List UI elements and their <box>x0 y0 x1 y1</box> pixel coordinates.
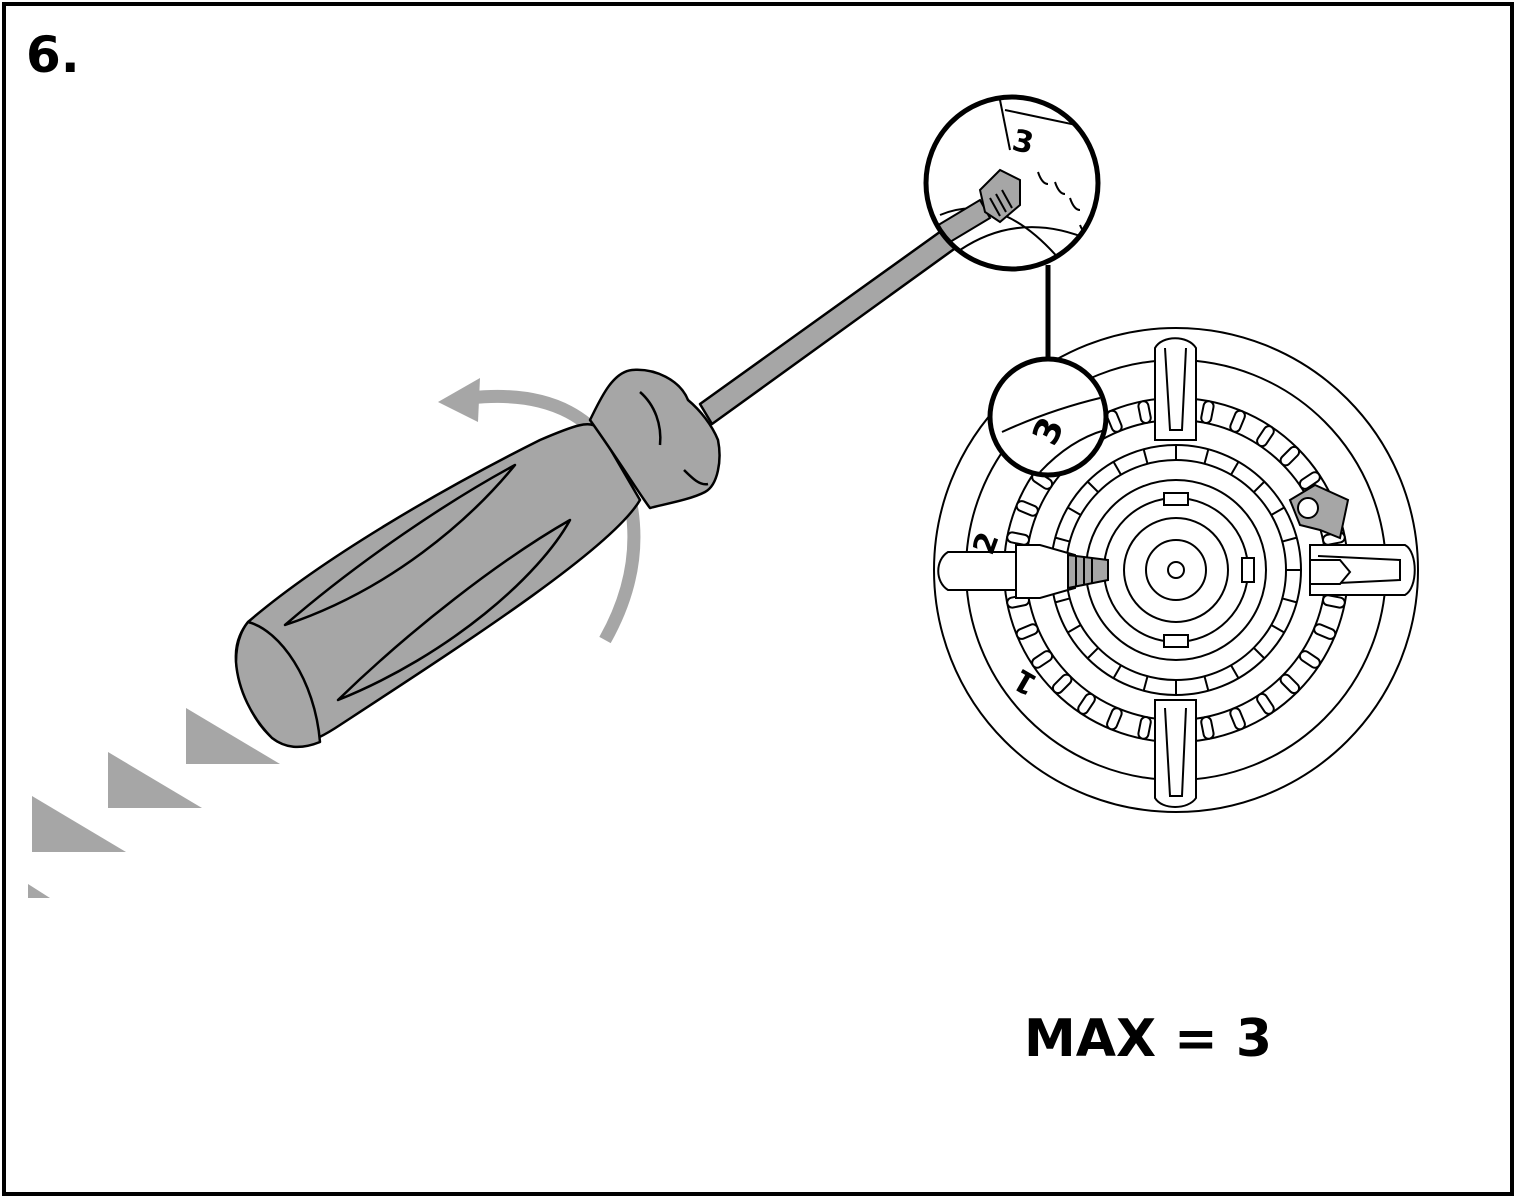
burner-slot <box>1200 716 1215 740</box>
zoom-tick <box>1037 171 1049 185</box>
burner-slot <box>1279 673 1301 695</box>
crown-tooth <box>1253 480 1266 493</box>
burner-slot <box>1322 594 1346 609</box>
burner-slot <box>1106 409 1123 433</box>
burner-nozzle <box>1241 557 1255 583</box>
zoom-circle-icon: 3 <box>923 94 1101 272</box>
burner-slot <box>1137 716 1152 740</box>
crown-tooth <box>1270 624 1285 634</box>
burner-center <box>1167 561 1185 579</box>
burner-slot <box>1015 623 1039 640</box>
burner-slot <box>1256 425 1275 448</box>
burner-cap-ring <box>1123 517 1229 623</box>
burner-slot <box>1298 471 1321 490</box>
pan-support-top <box>1154 337 1197 441</box>
burner-cap-ring <box>1145 539 1207 601</box>
pan-support-right-ridge <box>1317 555 1401 585</box>
zoom-ring-arc <box>959 226 1091 251</box>
crown-tooth <box>1203 675 1210 691</box>
crown-teeth <box>1051 445 1301 695</box>
burner-nozzle <box>1163 634 1189 648</box>
crown-tooth <box>1253 647 1266 660</box>
burner-slot <box>1229 707 1246 731</box>
burner-slot <box>1298 650 1321 669</box>
crown-tooth <box>1142 675 1149 691</box>
crown-tooth <box>1230 461 1240 476</box>
pan-support-top-ridge <box>1164 347 1187 431</box>
crown-tooth <box>1230 664 1240 679</box>
burner-slot <box>1106 707 1123 731</box>
max-caption: MAX = 3 <box>1024 1009 1272 1069</box>
burner-slot <box>1077 692 1096 715</box>
crown-tooth <box>1281 536 1297 543</box>
crown-tooth <box>1086 480 1099 493</box>
crown-tooth <box>1203 449 1210 465</box>
burner-right-electrode <box>1309 559 1352 585</box>
pan-support-bottom <box>1154 699 1197 808</box>
burner-slot <box>1031 650 1054 669</box>
collar-ridge <box>639 391 662 446</box>
motion-triangles-icon <box>28 708 280 898</box>
zoom-screw-thread <box>989 189 1013 217</box>
dial-zoom-arc <box>1001 397 1101 433</box>
burner-electrode <box>1067 553 1109 590</box>
crown-tooth <box>1067 506 1082 516</box>
zoom-screw-head <box>978 168 1021 224</box>
dial-zoom-arc <box>1039 429 1106 473</box>
motion-triangle <box>186 708 280 764</box>
burner-sensor <box>1297 497 1319 519</box>
screwdriver-icon <box>234 204 988 749</box>
burner-slot <box>1313 623 1337 640</box>
crown-tooth <box>1112 461 1122 476</box>
burner-electrode-thread <box>1075 556 1093 586</box>
motion-triangle <box>28 884 50 898</box>
zoom-tick <box>1069 197 1081 211</box>
burner-slot <box>1006 531 1030 546</box>
burner-slot <box>1015 500 1039 517</box>
step-number: 6. <box>26 26 80 84</box>
pan-support-bottom-ridge <box>1164 707 1187 797</box>
burner-slot <box>1200 400 1215 424</box>
rotation-arrowhead <box>438 378 480 422</box>
handle-groove <box>283 463 517 627</box>
collar-ridge <box>683 469 709 486</box>
handle-groove <box>336 518 572 702</box>
screwdriver-end-cap <box>234 620 322 749</box>
motion-triangle <box>108 752 202 808</box>
crown-tooth <box>1281 597 1297 604</box>
dial-zoom-outline <box>987 356 1109 478</box>
crown-tooth <box>1055 536 1071 543</box>
crown-tooth <box>1270 506 1285 516</box>
crown-tooth <box>1055 597 1071 604</box>
crown-tooth <box>1142 449 1149 465</box>
burner-slot <box>1256 692 1275 715</box>
burner-nozzle <box>1163 492 1189 506</box>
burner-slot <box>1137 400 1152 424</box>
motion-triangle <box>32 796 126 852</box>
burner-slot <box>1279 445 1301 467</box>
dial-zoom-bg <box>990 359 1106 475</box>
burner-left-screw <box>1015 544 1076 599</box>
dial-zoom-circle: 3 <box>987 356 1109 478</box>
burner-slot <box>1229 409 1246 433</box>
zoom-circle-outline <box>923 94 1101 272</box>
crown-tooth <box>1112 664 1122 679</box>
zoom-tick <box>1054 181 1066 195</box>
zoom-ring-arc <box>999 99 1011 151</box>
crown-tooth <box>1067 624 1082 634</box>
crown-tooth <box>1086 647 1099 660</box>
burner-slot <box>1051 673 1073 695</box>
